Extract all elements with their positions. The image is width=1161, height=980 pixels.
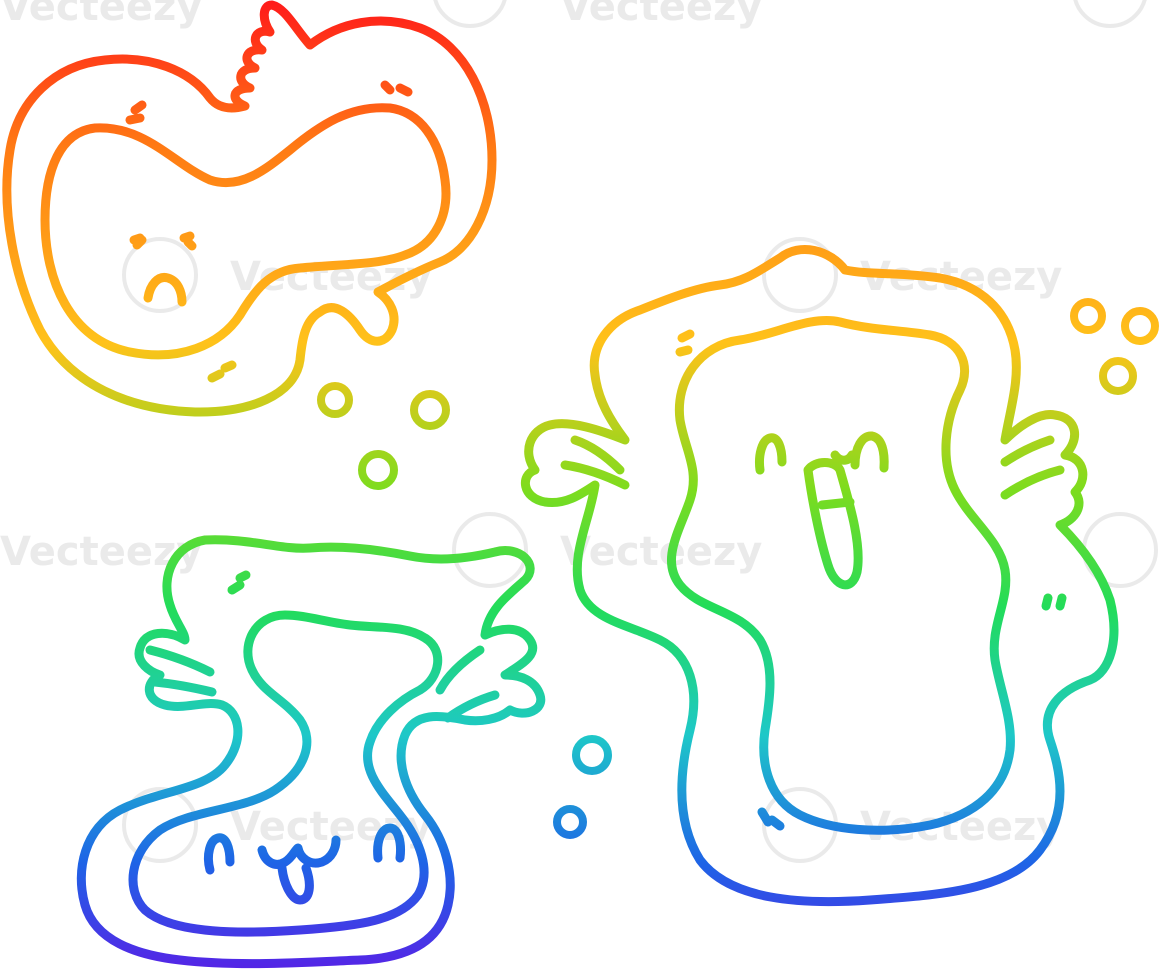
sad-germ-spots: [125, 100, 147, 125]
happy-germ-inner-outline: [128, 610, 443, 937]
sad-germ-inner-outline: [40, 103, 451, 360]
watermark-text: Vecteezy: [560, 0, 762, 30]
spore-dot: [317, 382, 353, 418]
laughing-germ-cheek: [830, 450, 857, 465]
happy-germ-right-hand: [435, 645, 500, 723]
happy-germ-mouth: [257, 835, 341, 869]
laughing-germ-tongue: [817, 497, 855, 510]
watermark-logo-icon: [433, 0, 507, 28]
sad-germ-right-eye: [183, 237, 197, 251]
laughing-germ-left-hand: [560, 435, 630, 490]
laughing-germ-spots: [1041, 593, 1067, 611]
laughing-germ-mouth: [803, 458, 863, 590]
watermark-logo-icon: [452, 512, 528, 588]
sad-germ-spots: [207, 360, 237, 383]
laughing-germ-spots: [757, 807, 785, 831]
spore-dot: [1099, 357, 1137, 395]
spore-dot: [1121, 307, 1159, 345]
laughing-germ-right-hand: [1000, 435, 1065, 500]
happy-germ-left-hand: [145, 645, 217, 697]
watermark-text: Vecteezy: [0, 0, 202, 30]
watermark-logo-icon: [122, 237, 198, 313]
sad-germ-mouth: [143, 273, 187, 307]
watermark-layer: Vecteezy Vecteezy Vecteezy Vecteezy Vect…: [0, 0, 1158, 863]
sad-germ: [2, 0, 497, 417]
sad-germ-outer-outline: [2, 0, 497, 417]
happy-germ-tongue: [277, 863, 314, 905]
spore-dot: [1070, 298, 1106, 334]
happy-germ-right-eye: [373, 823, 405, 863]
watermark-logo-icon: [122, 787, 198, 863]
spore-dot: [410, 390, 450, 430]
laughing-germ-spots: [675, 329, 695, 357]
spore-dot: [553, 805, 587, 839]
happy-germ-left-eye: [203, 833, 235, 875]
sad-germ-spots: [380, 80, 413, 97]
sad-germ-left-eye: [129, 233, 145, 245]
laughing-germ-inner-outline: [666, 316, 1015, 835]
watermark-logo-icon: [762, 237, 838, 313]
sad-germ-right-eye: [179, 231, 195, 243]
happy-germ-outer-outline: [76, 535, 546, 969]
happy-germ: [76, 535, 546, 969]
spores: [317, 298, 1159, 839]
spore-dot: [572, 735, 612, 775]
watermark-logo-icon: [1073, 0, 1147, 28]
laughing-germ-right-eye: [850, 431, 889, 473]
laughing-germ-left-eye: [755, 433, 787, 475]
laughing-germ-outer-outline: [521, 245, 1119, 907]
laughing-germ: [521, 245, 1119, 907]
happy-germ-spots: [227, 570, 251, 595]
spore-dot: [358, 450, 398, 490]
watermark-text: Vecteezy: [560, 529, 762, 575]
